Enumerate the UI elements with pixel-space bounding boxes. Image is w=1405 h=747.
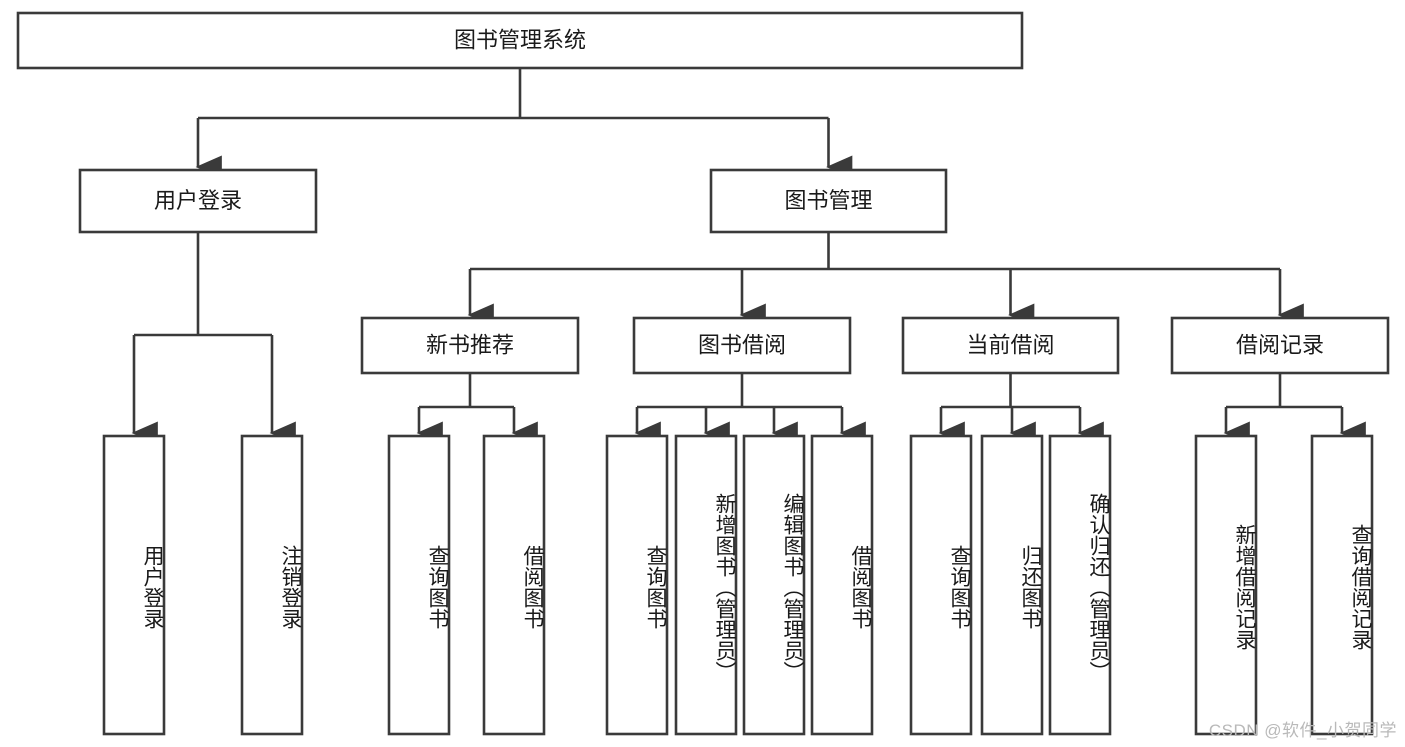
node-leaf-7-借阅图书[interactable] [810,434,874,736]
node-l2-label-1: 图书管理 [784,188,872,213]
node-l3-新书推荐-rect[interactable] [360,316,580,375]
node-leaf-8-查询图书-rect[interactable] [909,434,973,736]
node-leaf-label-1: 注销登录 [279,545,302,629]
node-leaf-0-用户登录[interactable] [102,434,166,736]
node-leaf-7-借阅图书-rect[interactable] [810,434,874,736]
node-l3-新书推荐[interactable]: 新书推荐 [360,316,580,375]
node-leaf-12-查询借阅记录-rect[interactable] [1310,434,1374,736]
node-leaf-label-9: 归还图书 [1019,545,1042,629]
node-l2-用户登录[interactable]: 用户登录 [78,168,318,234]
node-l3-label-0: 新书推荐 [426,332,514,357]
node-l3-label-1: 图书借阅 [698,332,786,357]
node-leaf-3-借阅图书[interactable] [482,434,546,736]
node-leaf-label-0: 用户登录 [141,545,164,629]
node-leaf-10-确认归还（管理员）[interactable] [1048,434,1112,736]
node-leaf-label-12: 查询借阅记录 [1349,524,1372,650]
node-l3-label-2: 当前借阅 [966,332,1054,357]
node-leaf-6-编辑图书（管理员）-rect[interactable] [742,434,806,736]
node-leaf-label-11: 新增借阅记录 [1233,524,1256,650]
node-leaf-label-8: 查询图书 [948,545,971,629]
node-leaf-6-编辑图书（管理员）[interactable] [742,434,806,736]
node-leaf-9-归还图书[interactable] [980,434,1044,736]
node-l3-图书借阅[interactable]: 图书借阅 [632,316,852,375]
node-leaf-11-新增借阅记录[interactable] [1194,434,1258,736]
node-root-图书管理系统-rect[interactable] [16,11,1024,70]
node-l2-图书管理-rect[interactable] [709,168,948,234]
node-l2-label-0: 用户登录 [154,188,242,213]
node-leaf-2-查询图书-rect[interactable] [387,434,451,736]
csdn-watermark: CSDN @软件_小贺同学 [1208,721,1397,740]
node-l2-图书管理[interactable]: 图书管理 [709,168,948,234]
node-leaf-label-10: 确认归还（管理员） [1087,492,1110,682]
node-leaf-label-2: 查询图书 [426,545,449,629]
node-leaf-4-查询图书-rect[interactable] [605,434,669,736]
node-leaf-label-6: 编辑图书（管理员） [781,492,804,682]
node-leaf-label-7: 借阅图书 [849,545,872,629]
node-l2-用户登录-rect[interactable] [78,168,318,234]
node-leaf-0-用户登录-rect[interactable] [102,434,166,736]
node-leaf-2-查询图书[interactable] [387,434,451,736]
node-leaf-8-查询图书[interactable] [909,434,973,736]
node-leaf-4-查询图书[interactable] [605,434,669,736]
node-l3-当前借阅-rect[interactable] [901,316,1120,375]
node-l3-借阅记录[interactable]: 借阅记录 [1170,316,1390,375]
node-leaf-5-新增图书（管理员）-rect[interactable] [674,434,738,736]
node-root-label: 图书管理系统 [454,27,586,52]
node-leaf-9-归还图书-rect[interactable] [980,434,1044,736]
node-leaf-label-3: 借阅图书 [521,545,544,629]
node-leaf-label-4: 查询图书 [644,545,667,629]
node-l3-借阅记录-rect[interactable] [1170,316,1390,375]
node-leaf-12-查询借阅记录[interactable] [1310,434,1374,736]
connector-layer [131,68,1366,445]
node-leaf-10-确认归还（管理员）-rect[interactable] [1048,434,1112,736]
node-l3-label-3: 借阅记录 [1236,332,1324,357]
node-leaf-3-借阅图书-rect[interactable] [482,434,546,736]
node-l3-图书借阅-rect[interactable] [632,316,852,375]
node-leaf-11-新增借阅记录-rect[interactable] [1194,434,1258,736]
node-root-图书管理系统[interactable]: 图书管理系统 [16,11,1024,70]
node-leaf-5-新增图书（管理员）[interactable] [674,434,738,736]
node-l3-当前借阅[interactable]: 当前借阅 [901,316,1120,375]
node-leaf-1-注销登录[interactable] [240,434,304,736]
node-leaf-label-5: 新增图书（管理员） [713,492,736,682]
node-leaf-1-注销登录-rect[interactable] [240,434,304,736]
